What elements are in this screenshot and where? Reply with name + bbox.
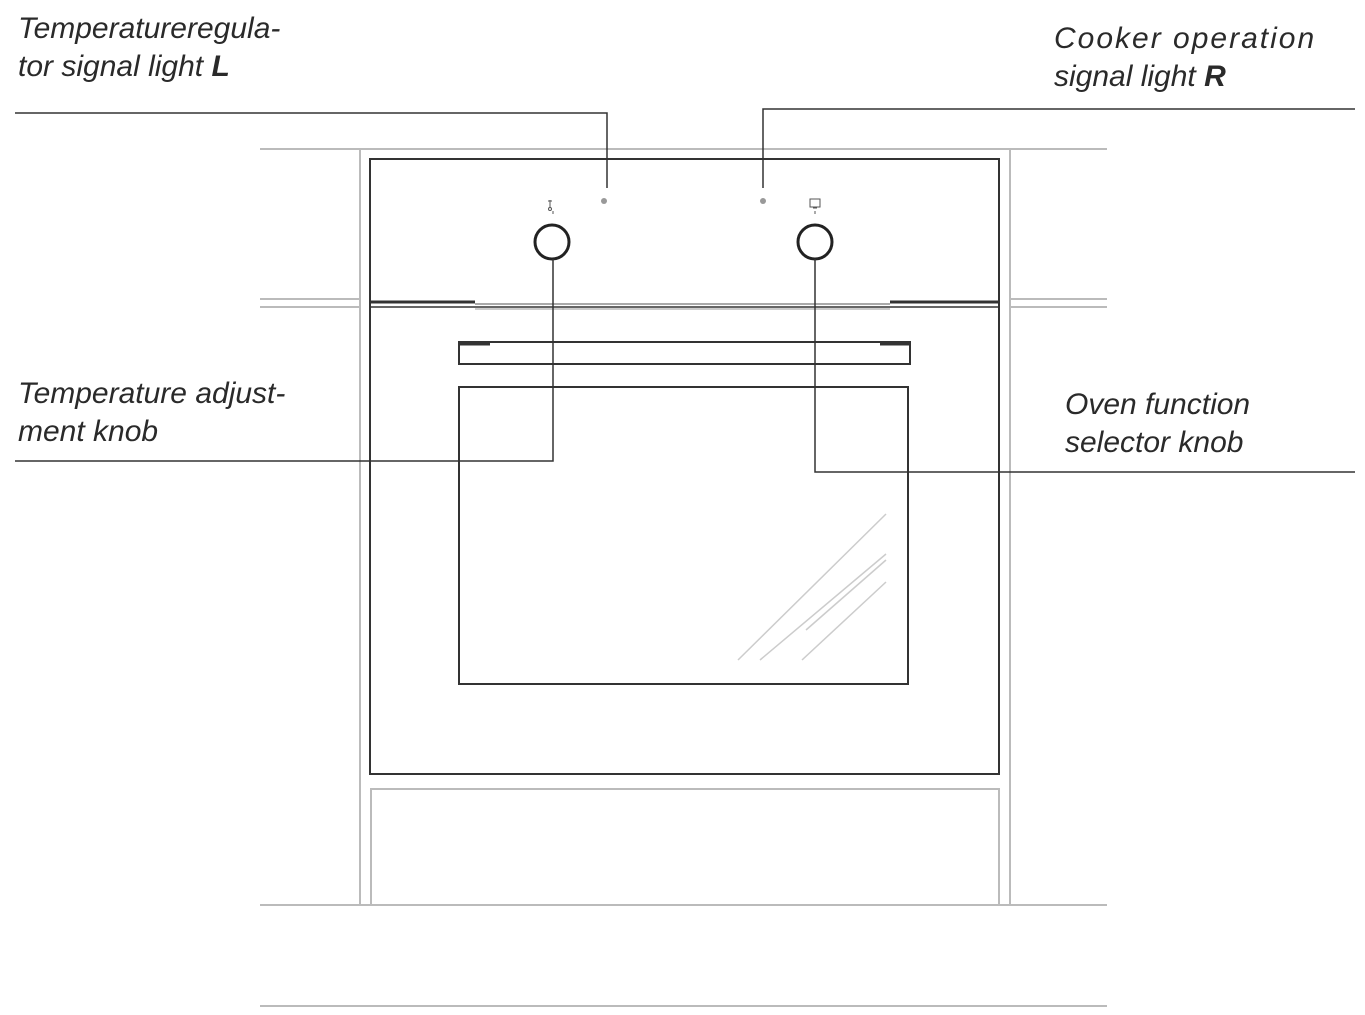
leader-lines bbox=[15, 108, 1355, 473]
label-line: Oven function bbox=[1065, 388, 1251, 421]
window-glare bbox=[737, 513, 887, 661]
leader-cooker-signal-light bbox=[762, 108, 1355, 188]
label-line: Cooker operation bbox=[1054, 22, 1317, 55]
oven-window bbox=[458, 386, 909, 685]
door-handle bbox=[458, 341, 911, 365]
label-cooker-operation-signal-light: Cooker operation signal light R bbox=[1054, 20, 1316, 96]
leader-temp-signal-light bbox=[15, 112, 608, 188]
label-text: signal light bbox=[1054, 60, 1205, 93]
label-line: signal light R bbox=[1054, 58, 1316, 96]
oven-body bbox=[369, 158, 1000, 775]
oven-function-selector-knob[interactable] bbox=[796, 223, 834, 261]
oven-function-icon bbox=[809, 198, 821, 214]
temperature-signal-light-L bbox=[601, 198, 607, 204]
cooker-operation-signal-light-R bbox=[760, 198, 766, 204]
label-line: selector knob bbox=[1065, 426, 1244, 459]
label-text: tor signal light bbox=[18, 50, 212, 83]
label-temperature-regulator-signal-light: Temperatureregula- tor signal light L bbox=[18, 10, 280, 86]
label-line: Temperatureregula- bbox=[18, 12, 281, 45]
kitchen-cabinet bbox=[260, 148, 1107, 1007]
label-letter-R: R bbox=[1204, 60, 1226, 93]
label-line: ment knob bbox=[18, 415, 159, 448]
label-letter-L: L bbox=[211, 50, 230, 83]
label-temperature-adjustment-knob: Temperature adjust- ment knob bbox=[18, 375, 285, 451]
leader-temp-knob bbox=[15, 259, 554, 462]
leader-function-knob bbox=[814, 259, 1355, 473]
temperature-adjustment-knob[interactable] bbox=[533, 223, 571, 261]
thermometer-icon bbox=[548, 200, 554, 214]
label-oven-function-selector-knob: Oven function selector knob bbox=[1065, 386, 1250, 462]
label-line: tor signal light L bbox=[18, 48, 280, 86]
label-line: Temperature adjust- bbox=[18, 377, 286, 410]
